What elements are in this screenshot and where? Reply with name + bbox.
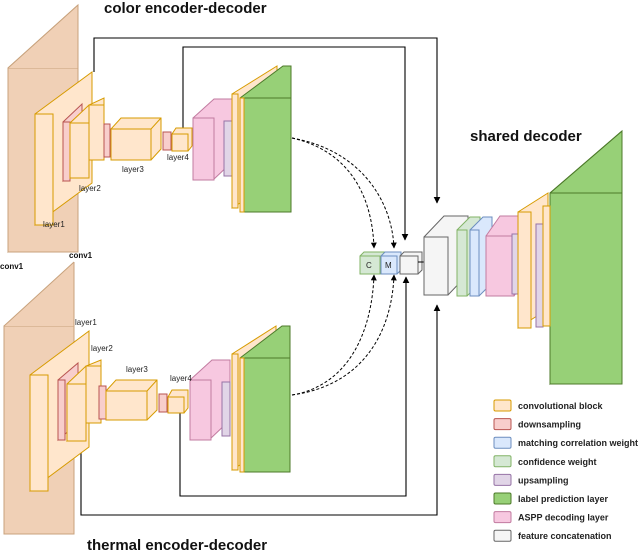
color-skip-connection-outer: [93, 37, 441, 204]
thermal-encoder-decoder-title: thermal encoder-decoder: [87, 537, 267, 550]
color-skip-connection-inner: [182, 46, 409, 241]
thermal-downsampling-2: [98, 385, 107, 420]
legend-item: matching correlation weight: [493, 436, 638, 449]
color-upsampling-layer: [223, 120, 233, 177]
color-layer2-block: [69, 97, 105, 180]
thermal-upsampling-layer: [221, 381, 231, 437]
legend-label: upsampling: [518, 475, 569, 485]
legend-label: convolutional block: [518, 401, 604, 411]
color-encoder-decoder-title: color encoder-decoder: [104, 0, 267, 17]
color-layer4-block: [171, 127, 193, 152]
shared-label-prediction-layer: [542, 129, 623, 386]
legend-item: label prediction layer: [493, 492, 609, 505]
legend-swatch: [493, 455, 512, 468]
thermal-to-matching-flow: [291, 274, 397, 396]
legend-swatch: [493, 473, 512, 486]
color-layer3-label: layer3: [122, 165, 144, 174]
thermal-layer2-block: [66, 359, 102, 443]
thermal-downsampling-3: [158, 393, 168, 413]
legend-label: matching correlation weight: [518, 438, 638, 448]
legend-label: label prediction layer: [518, 494, 609, 504]
color-aspp-decoding-layer: [192, 98, 233, 181]
legend: convolutional block downsampling matching …: [493, 399, 638, 542]
legend-item: upsampling: [493, 473, 569, 486]
thermal-layer3-block: [105, 379, 158, 421]
legend-swatch: [493, 418, 512, 431]
thermal-layer4-label: layer4: [170, 374, 192, 383]
thermal-layer3-label: layer3: [126, 365, 148, 374]
legend-label: ASPP decoding layer: [518, 513, 609, 523]
legend-item: downsampling: [493, 418, 581, 431]
color-to-matching-flow: [291, 137, 397, 249]
legend-swatch: [493, 511, 512, 524]
shared-decoder-title: shared decoder: [470, 128, 582, 145]
thermal-layer2-label: layer2: [91, 344, 113, 353]
color-layer3-block: [110, 117, 162, 161]
legend-swatch: [493, 529, 512, 542]
color-layer1-label: layer1: [43, 220, 65, 229]
color-layer2-label: layer2: [79, 184, 101, 193]
color-conv1-label: conv1: [0, 262, 24, 271]
legend-swatch: [493, 492, 512, 505]
legend-item: confidence weight: [493, 455, 597, 468]
matching-correlation-label: M: [385, 261, 392, 270]
legend-swatch: [493, 436, 512, 449]
thermal-layer4-block: [167, 389, 189, 414]
color-downsampling-2: [103, 123, 111, 158]
color-layer4-label: layer4: [167, 153, 189, 162]
legend-item: ASPP decoding layer: [493, 511, 609, 524]
thermal-skip-connection-inner: [179, 276, 410, 497]
color-downsampling-3: [162, 131, 172, 151]
legend-item: feature concatenation: [493, 529, 612, 542]
thermal-to-confidence-flow: [291, 274, 377, 396]
thermal-label-prediction-layer: [239, 325, 291, 473]
cm-concatenation-box: [399, 251, 423, 275]
confidence-weight-box: C: [359, 251, 385, 275]
thermal-aspp-decoding-layer: [189, 359, 231, 441]
thermal-conv1-label: conv1: [69, 251, 93, 260]
color-label-prediction-layer: [239, 65, 292, 213]
confidence-weight-label: C: [366, 261, 372, 270]
legend-label: confidence weight: [518, 457, 597, 467]
legend-item: convolutional block: [493, 399, 604, 412]
shared-upsampling-block-2: [535, 223, 544, 328]
legend-swatch: [493, 399, 512, 412]
legend-label: feature concatenation: [518, 531, 612, 541]
matching-correlation-box: M: [380, 251, 402, 275]
thermal-layer1-label: layer1: [75, 318, 97, 327]
legend-label: downsampling: [518, 420, 581, 430]
color-to-confidence-flow: [291, 137, 377, 249]
